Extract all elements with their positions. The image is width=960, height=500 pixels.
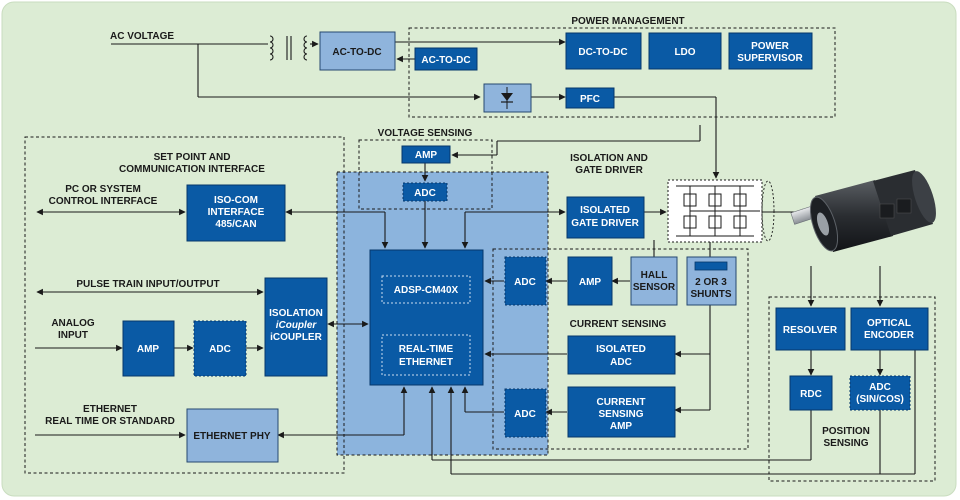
power-management-label: POWER MANAGEMENT — [571, 16, 684, 27]
processor-label: ADSP-CM40X — [394, 285, 459, 296]
optical-encoder-block — [850, 307, 929, 351]
isolation-coupler-label-3: iCOUPLER — [270, 332, 322, 343]
analog-amp-block — [122, 320, 175, 377]
isolated-gate-driver-label-1: ISOLATED — [580, 205, 630, 216]
isolation-gate-label-1: ISOLATION AND — [570, 153, 648, 164]
set-point-label-2: COMMUNICATION INTERFACE — [119, 164, 265, 175]
set-point-label-1: SET POINT AND — [154, 152, 231, 163]
hall-sensor-label-2: SENSOR — [633, 282, 676, 293]
inverter-bridge-icon — [667, 179, 775, 243]
ldo-label: LDO — [674, 47, 695, 58]
voltage-sense-amp-block — [401, 145, 451, 164]
power-supervisor-label-1: POWER — [751, 41, 790, 52]
pfc-block — [565, 87, 615, 109]
ldo-block — [648, 32, 722, 70]
position-sensing-group — [768, 296, 936, 482]
power-supervisor-block — [728, 32, 813, 70]
hall-amp-label: AMP — [579, 277, 602, 288]
current-sense-adc-label: ADC — [514, 409, 536, 420]
pc-interface-label-2: CONTROL INTERFACE — [49, 196, 158, 207]
iso-com-label-2: INTERFACE — [208, 207, 265, 218]
hall-adc-label: ADC — [514, 277, 536, 288]
voltage-sensing-label: VOLTAGE SENSING — [378, 128, 473, 139]
iso-com-block — [186, 184, 286, 242]
isolated-gate-driver-label-2: GATE DRIVER — [571, 218, 639, 229]
position-sensing-label-2: SENSING — [823, 438, 868, 449]
pulse-train-label: PULSE TRAIN INPUT/OUTPUT — [76, 279, 219, 290]
ethernet-label-1: ETHERNET — [83, 404, 137, 415]
current-sense-adc-block — [504, 388, 547, 438]
current-sensing-amp-label-1: CURRENT — [597, 397, 646, 408]
shunts-label-2: SHUNTS — [690, 289, 731, 300]
iso-com-label-1: ISO-COM — [214, 195, 258, 206]
resolver-label: RESOLVER — [783, 325, 838, 336]
processor-block — [369, 249, 484, 386]
voltage-sense-adc-block — [402, 182, 448, 202]
iso-com-label-3: 485/CAN — [215, 219, 256, 230]
analog-input-label-1: ANALOG — [51, 318, 95, 329]
isolation-gate-label-2: GATE DRIVER — [575, 165, 643, 176]
dc-to-dc-block — [565, 32, 642, 70]
hall-sensor-block — [630, 256, 678, 306]
ethernet-phy-block — [186, 408, 279, 463]
hall-adc-block — [504, 256, 547, 306]
ethernet-label-2: REAL TIME OR STANDARD — [45, 416, 175, 427]
hall-sensor-label-1: HALL — [641, 270, 668, 281]
shunt-resistor-icon — [694, 261, 728, 271]
pfc-label: PFC — [580, 94, 600, 105]
adc-sincos-label-2: (SIN/COS) — [856, 394, 904, 405]
rdc-block — [789, 375, 833, 411]
optical-encoder-label-2: ENCODER — [864, 330, 915, 341]
ac-to-dc-block — [319, 31, 396, 71]
adc-sincos-block — [849, 375, 911, 411]
hall-amp-block — [567, 256, 613, 306]
voltage-sense-amp-label: AMP — [415, 150, 438, 161]
pc-interface-label-1: PC OR SYSTEM — [65, 184, 141, 195]
real-time-ethernet-label-2: ETHERNET — [399, 357, 453, 368]
current-sensing-amp-block — [567, 386, 676, 438]
isolated-adc-block — [567, 335, 676, 375]
transformer-icon — [269, 35, 308, 61]
real-time-ethernet-box — [381, 334, 471, 376]
isolation-coupler-block — [264, 277, 328, 377]
motor-icon — [790, 170, 936, 252]
real-time-ethernet-label-1: REAL-TIME — [399, 344, 454, 355]
voltage-sensing-group — [358, 139, 493, 210]
resolver-block — [775, 307, 846, 351]
adc-sincos-label-1: ADC — [869, 382, 891, 393]
processor-core-box — [381, 275, 471, 304]
ac-to-dc-secondary-label: AC-TO-DC — [421, 55, 470, 66]
analog-adc-block — [193, 320, 247, 377]
rdc-label: RDC — [800, 389, 822, 400]
shunts-label-1: 2 OR 3 — [695, 277, 727, 288]
isolation-coupler-label-2: iCoupler — [276, 320, 318, 331]
current-sensing-amp-label-2: SENSING — [598, 409, 643, 420]
power-management-group — [408, 27, 836, 118]
analog-input-label-2: INPUT — [58, 330, 88, 341]
position-sensing-label-1: POSITION — [822, 426, 870, 437]
ac-to-dc-secondary-block — [414, 47, 478, 71]
isolated-adc-label-1: ISOLATED — [596, 344, 646, 355]
ac-voltage-label: AC VOLTAGE — [110, 31, 174, 42]
isolation-coupler-label-1: ISOLATION — [269, 308, 323, 319]
ac-to-dc-label: AC-TO-DC — [332, 47, 381, 58]
analog-amp-label: AMP — [137, 344, 160, 355]
optical-encoder-label-1: OPTICAL — [867, 318, 911, 329]
current-sensing-label: CURRENT SENSING — [570, 319, 667, 330]
power-supervisor-label-2: SUPERVISOR — [737, 53, 803, 64]
dc-to-dc-label: DC-TO-DC — [578, 47, 627, 58]
set-point-interface-group — [24, 136, 345, 474]
isolated-gate-driver-block — [566, 196, 645, 239]
current-sensing-group — [492, 248, 749, 450]
diode-icon — [501, 87, 513, 109]
current-sensing-amp-label-3: AMP — [610, 421, 633, 432]
ethernet-phy-label: ETHERNET PHY — [193, 431, 271, 442]
voltage-sense-adc-label: ADC — [414, 188, 436, 199]
analog-adc-label: ADC — [209, 344, 231, 355]
isolated-adc-label-2: ADC — [610, 357, 632, 368]
